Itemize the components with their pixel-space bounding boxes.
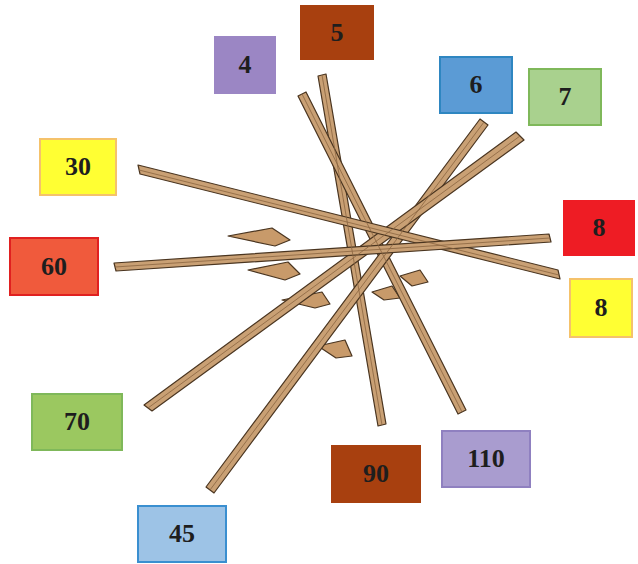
callout-number: 60: [41, 254, 67, 280]
callout-number: 45: [169, 521, 195, 547]
callout-number: 6: [470, 72, 483, 98]
stick: [144, 132, 524, 411]
callout-number: 4: [239, 52, 252, 78]
number-box: 6: [439, 56, 513, 114]
number-box: 45: [137, 505, 227, 563]
number-box: 30: [39, 138, 117, 196]
number-box: 110: [441, 430, 531, 488]
stick-wedge: [248, 262, 300, 280]
callout-number: 7: [559, 84, 572, 110]
stick-grain: [148, 136, 520, 408]
number-box: 8: [563, 200, 635, 256]
callout-number: 8: [595, 295, 608, 321]
number-box: 7: [528, 68, 602, 126]
number-box: 70: [31, 393, 123, 451]
callout-number: 5: [331, 20, 344, 46]
stick-grain: [115, 238, 550, 267]
callout-number: 90: [363, 461, 389, 487]
stick-wedge: [228, 228, 290, 246]
callout-number: 30: [65, 154, 91, 180]
number-box: 8: [569, 278, 633, 338]
stick-wedge: [400, 270, 428, 286]
number-box: 60: [9, 237, 99, 296]
callout-number: 8: [593, 215, 606, 241]
number-box: 4: [214, 36, 276, 94]
stick-grain: [139, 170, 559, 275]
number-box: 5: [300, 5, 374, 60]
callout-number: 110: [467, 446, 505, 472]
number-box: 90: [331, 445, 421, 503]
stick: [114, 234, 551, 271]
callout-number: 70: [64, 409, 90, 435]
